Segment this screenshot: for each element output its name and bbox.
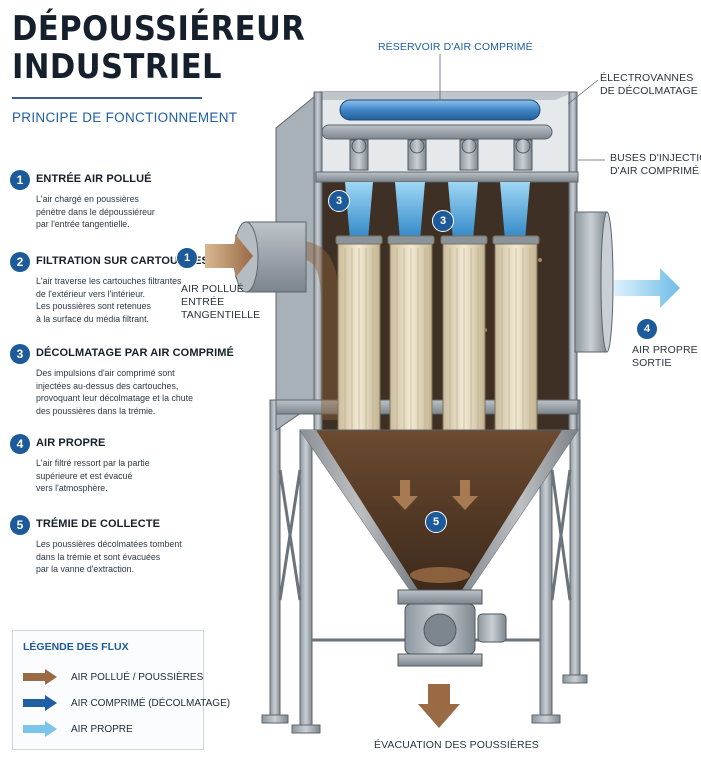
step-line: par l'entrée tangentielle. xyxy=(36,219,130,230)
step-line: vers l'atmosphère. xyxy=(36,483,108,494)
step-description: Des impulsions d'air comprimé sont injec… xyxy=(36,367,216,417)
step-line: L'air traverse les cartouches filtrantes xyxy=(36,276,182,286)
leader-lines xyxy=(439,54,605,161)
brown-arrow-icon xyxy=(23,669,57,685)
step-number: 3 xyxy=(10,344,30,364)
step-line: L'air filtré ressort par la partie xyxy=(36,458,150,468)
label-line: AIR PROPRE xyxy=(632,344,698,356)
title-line-2: INDUSTRIEL xyxy=(12,47,223,87)
step-line: dans la trémie et sont évacuées xyxy=(36,551,161,562)
step-line: L'air chargé en poussières xyxy=(36,194,139,204)
step-title: ENTRÉE AIR POLLUÉ xyxy=(36,173,152,185)
label-line: ÉLECTROVANNES xyxy=(600,72,694,84)
step-title: DÉCOLMATAGE PAR AIR COMPRIMÉ xyxy=(36,347,234,359)
outlet-duct xyxy=(574,211,614,353)
legend-item-compressed-air: AIR COMPRIMÉ (DÉCOLMATAGE) xyxy=(23,693,230,715)
label-line: BUSES D'INJECTION xyxy=(610,152,701,164)
valves-label: ÉLECTROVANNES DE DÉCOLMATAGE xyxy=(600,72,698,98)
discharge-arrow xyxy=(418,684,460,728)
step-line: Les poussières sont retenues xyxy=(36,301,151,312)
label-line: DE DÉCOLMATAGE xyxy=(600,85,698,97)
page-title: DÉPOUSSIÉREUR INDUSTRIEL xyxy=(12,10,305,87)
reservoir-label: RÉSERVOIR D'AIR COMPRIMÉ xyxy=(378,41,533,53)
legend-item-clean-air: AIR PROPRE xyxy=(23,719,203,741)
label-line: AIR POLLUÉ xyxy=(181,283,244,295)
flow-legend: LÉGENDE DES FLUX AIR POLLUÉ / POUSSIÈRES… xyxy=(12,630,230,750)
step-number: 1 xyxy=(10,170,30,190)
inlet-duct xyxy=(233,221,307,293)
filter-cartridges xyxy=(335,235,540,449)
step-description: L'air traverse les cartouches filtrantes… xyxy=(36,275,216,325)
step-line: pénètre dans le dépoussiéreur xyxy=(36,206,155,217)
badge-hopper: 5 xyxy=(425,511,447,533)
step-title: AIR PROPRE xyxy=(36,437,106,449)
legend-label: AIR POLLUÉ / POUSSIÈRES xyxy=(71,672,204,683)
blue-arrow-icon xyxy=(23,695,57,711)
light-blue-arrow-icon xyxy=(23,721,57,737)
step-line: Les poussières décolmatées tombent xyxy=(36,539,182,549)
step-title: FILTRATION SUR CARTOUCHES xyxy=(36,255,209,267)
label-line: SORTIE xyxy=(632,357,672,369)
step-description: Les poussières décolmatées tombent dans … xyxy=(36,538,216,576)
step-line: des poussières dans la trémie. xyxy=(36,405,156,416)
badge-nozzle-left: 3 xyxy=(328,190,350,212)
legend-item-dust: AIR POLLUÉ / POUSSIÈRES xyxy=(23,667,203,689)
outlet-label: AIR PROPRE SORTIE xyxy=(632,344,698,370)
rotary-valve xyxy=(397,589,507,667)
badge-nozzle-mid: 3 xyxy=(432,210,454,232)
support-legs xyxy=(261,399,588,734)
step-line: injectées au-dessus des cartouches, xyxy=(36,380,179,391)
collection-hopper xyxy=(299,429,579,591)
step-line: de l'extérieur vers l'intérieur. xyxy=(36,288,145,299)
label-line: ENTRÉE xyxy=(181,296,225,308)
legend-label: AIR PROPRE xyxy=(71,724,133,735)
solenoid-valves xyxy=(349,138,533,171)
compressed-air-reservoir xyxy=(321,99,553,140)
step-description: L'air chargé en poussières pénètre dans … xyxy=(36,193,216,231)
title-line-1: DÉPOUSSIÉREUR xyxy=(12,9,306,49)
step-title: TRÉMIE DE COLLECTE xyxy=(36,518,161,530)
step-description: L'air filtré ressort par la partie supér… xyxy=(36,457,216,495)
nozzles-label: BUSES D'INJECTION D'AIR COMPRIMÉ xyxy=(610,152,701,178)
legend-title: LÉGENDE DES FLUX xyxy=(23,641,129,653)
step-number: 4 xyxy=(10,434,30,454)
label-line: TANGENTIELLE xyxy=(181,309,261,321)
title-divider xyxy=(12,97,202,99)
discharge-label: ÉVACUATION DES POUSSIÈRES xyxy=(374,739,539,751)
step-line: à la surface du média filtrant. xyxy=(36,313,149,324)
badge-outlet: 4 xyxy=(636,318,658,340)
legend-label: AIR COMPRIMÉ (DÉCOLMATAGE) xyxy=(71,698,231,709)
inlet-arrow xyxy=(205,234,253,278)
step-line: par la vanne d'extraction. xyxy=(36,564,135,575)
step-number: 2 xyxy=(10,252,30,272)
label-line: D'AIR COMPRIMÉ xyxy=(610,165,700,177)
badge-inlet: 1 xyxy=(176,247,198,269)
step-number: 5 xyxy=(10,515,30,535)
outlet-arrow xyxy=(614,268,680,308)
step-line: supérieure et est évacué xyxy=(36,470,133,481)
injection-nozzles xyxy=(345,182,530,240)
page-subtitle: PRINCIPE DE FONCTIONNEMENT xyxy=(12,110,238,125)
inlet-label: AIR POLLUÉ ENTRÉE TANGENTIELLE xyxy=(181,283,260,322)
step-line: Des impulsions d'air comprimé sont xyxy=(36,368,175,378)
step-line: provoquant leur décolmatage et la chute xyxy=(36,393,193,404)
